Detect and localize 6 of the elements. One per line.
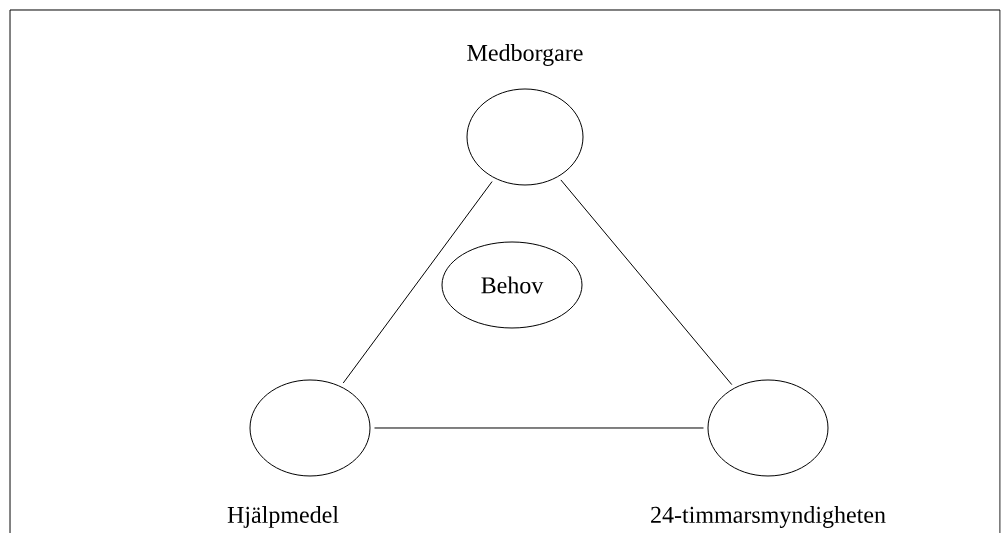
- node-label: Medborgare: [467, 44, 583, 66]
- connector-line: [342, 181, 493, 384]
- connector-line: [374, 427, 704, 429]
- node-label: Hjälpmedel: [227, 506, 339, 528]
- connector-line: [560, 179, 733, 386]
- node-label: 24-timmarsmyndigheten: [651, 506, 886, 528]
